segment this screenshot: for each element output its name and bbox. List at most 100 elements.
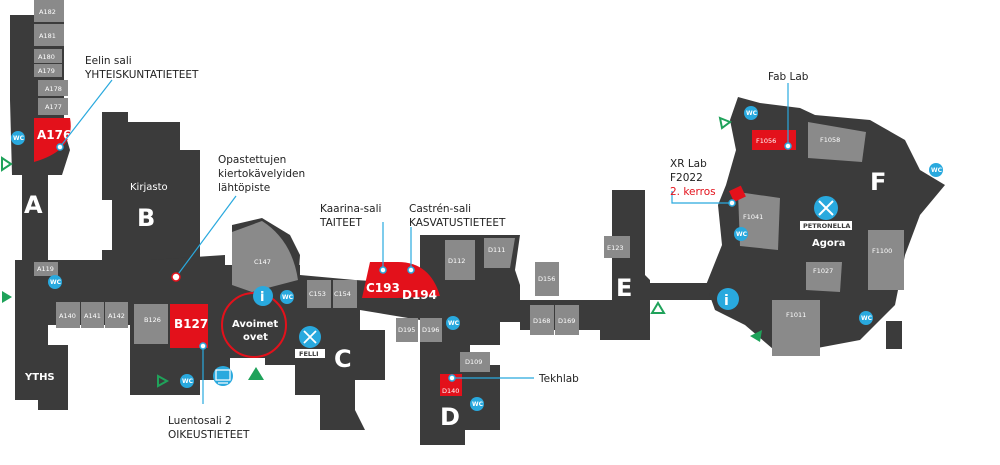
label-a140: A140 <box>59 312 76 320</box>
wc-icon[interactable]: WC <box>446 316 460 330</box>
entrance-icon[interactable] <box>750 330 762 342</box>
svg-text:WC: WC <box>182 378 194 385</box>
room-e123-block[interactable] <box>604 236 630 258</box>
xr-lab-floor: 2. kerros <box>670 186 716 198</box>
room-a180-block[interactable] <box>34 49 62 63</box>
label-d109: D109 <box>465 358 482 366</box>
wc-icon[interactable]: WC <box>48 275 62 289</box>
room-d112-block[interactable] <box>445 240 475 280</box>
svg-text:i: i <box>724 293 729 309</box>
room-d196-block[interactable] <box>420 318 442 342</box>
room-a177-block[interactable] <box>38 98 68 115</box>
svg-text:WC: WC <box>448 320 460 327</box>
info-icon[interactable]: i <box>253 286 273 306</box>
room-xr-lab-block[interactable] <box>729 185 746 202</box>
tour-start-line2: kiertokävelyiden <box>218 168 305 180</box>
room-c147-block[interactable] <box>232 221 298 292</box>
label-d194: D194 <box>402 288 437 302</box>
wc-icon[interactable]: WC <box>470 397 484 411</box>
room-c193-block[interactable] <box>362 262 398 298</box>
room-d109-block[interactable] <box>460 352 490 372</box>
entrance-icon[interactable] <box>157 374 170 388</box>
room-d140-block[interactable] <box>440 374 462 396</box>
label-a177: A177 <box>45 103 62 111</box>
avoimet-ovet-line2: ovet <box>243 332 268 343</box>
restaurant-felli[interactable]: FELLI <box>295 326 325 358</box>
tour-start-line1: Opastettujen <box>218 154 286 166</box>
wc-icon[interactable]: WC <box>744 106 758 120</box>
building-f-label: F <box>870 168 886 196</box>
svg-text:WC: WC <box>736 231 748 238</box>
label-a178: A178 <box>45 85 62 93</box>
wc-icon[interactable]: WC <box>280 290 294 304</box>
room-labels: A182 A181 A180 A179 A178 A177 A176 A119 … <box>37 8 892 395</box>
label-b126: B126 <box>144 316 161 324</box>
building-a-label: A <box>24 191 43 219</box>
room-d169-block[interactable] <box>555 305 579 335</box>
room-f1011-block[interactable] <box>772 300 820 356</box>
wc-icon[interactable]: WC <box>11 131 25 145</box>
f-annex <box>886 321 902 349</box>
kirjasto-label: Kirjasto <box>130 182 168 193</box>
svg-text:WC: WC <box>50 279 62 286</box>
building-b-shape[interactable] <box>102 112 200 290</box>
building-c-label: C <box>334 345 352 373</box>
room-f1041-block[interactable] <box>738 192 780 250</box>
link-e-f[interactable] <box>650 283 720 300</box>
room-a181-block[interactable] <box>34 24 64 46</box>
entrance-icon[interactable] <box>650 301 666 314</box>
room-a178-block[interactable] <box>38 80 68 96</box>
room-a140-block[interactable] <box>56 302 80 328</box>
label-d168: D168 <box>533 317 550 325</box>
wc-icon[interactable]: WC <box>859 311 873 325</box>
label-f1058: F1058 <box>820 136 840 144</box>
room-a182-block[interactable] <box>34 0 64 22</box>
room-f1100-block[interactable] <box>868 230 904 290</box>
label-a142: A142 <box>108 312 125 320</box>
eelin-sali-faculty: YHTEISKUNTATIETEET <box>84 69 199 81</box>
room-a119-block[interactable] <box>34 262 58 276</box>
xr-lab-room: F2022 <box>670 172 703 184</box>
room-d195-block[interactable] <box>396 318 418 342</box>
label-f1011: F1011 <box>786 311 806 319</box>
tour-start-pin[interactable] <box>171 272 181 282</box>
building-e-shape[interactable] <box>600 190 650 340</box>
room-d156-block[interactable] <box>535 262 559 296</box>
label-d156: D156 <box>538 275 555 283</box>
wc-icon[interactable]: WC <box>929 163 943 177</box>
eelin-sali-name: Eelin sali <box>85 55 132 67</box>
wc-icon[interactable]: WC <box>734 227 748 241</box>
room-d168-block[interactable] <box>530 305 554 335</box>
restaurant-petronella[interactable]: PETRONELLA <box>800 196 852 230</box>
label-d169: D169 <box>558 317 575 325</box>
lecture-hall-icon[interactable] <box>213 366 233 386</box>
room-b126-block[interactable] <box>134 304 168 344</box>
entrance-icon[interactable] <box>2 291 12 303</box>
tour-start-line3: lähtöpiste <box>218 182 270 194</box>
label-f1041: F1041 <box>743 213 763 221</box>
room-c153-block[interactable] <box>307 280 331 308</box>
entrance-icon[interactable] <box>718 116 733 130</box>
room-a141-block[interactable] <box>81 302 104 328</box>
label-c153: C153 <box>309 290 326 298</box>
room-c154-block[interactable] <box>333 280 357 308</box>
room-a142-block[interactable] <box>105 302 128 328</box>
label-a182: A182 <box>39 8 56 16</box>
room-blocks <box>34 0 904 372</box>
entrance-icon[interactable] <box>248 367 264 380</box>
wc-icon[interactable]: WC <box>180 374 194 388</box>
room-a176-block[interactable] <box>34 118 71 162</box>
room-b127-block[interactable] <box>170 304 208 348</box>
room-a179-block[interactable] <box>34 64 62 77</box>
room-d111-block[interactable] <box>484 238 515 268</box>
label-a176: A176 <box>37 128 71 142</box>
entrance-icon[interactable] <box>1 156 13 172</box>
castren-sali-faculty: KASVATUSTIETEET <box>409 217 506 229</box>
svg-text:WC: WC <box>746 110 758 117</box>
room-f1027-block[interactable] <box>806 262 842 292</box>
room-f1058-block[interactable] <box>808 122 866 162</box>
label-c147: C147 <box>254 258 271 266</box>
info-icon[interactable]: i <box>717 288 739 310</box>
label-c193: C193 <box>366 281 400 295</box>
